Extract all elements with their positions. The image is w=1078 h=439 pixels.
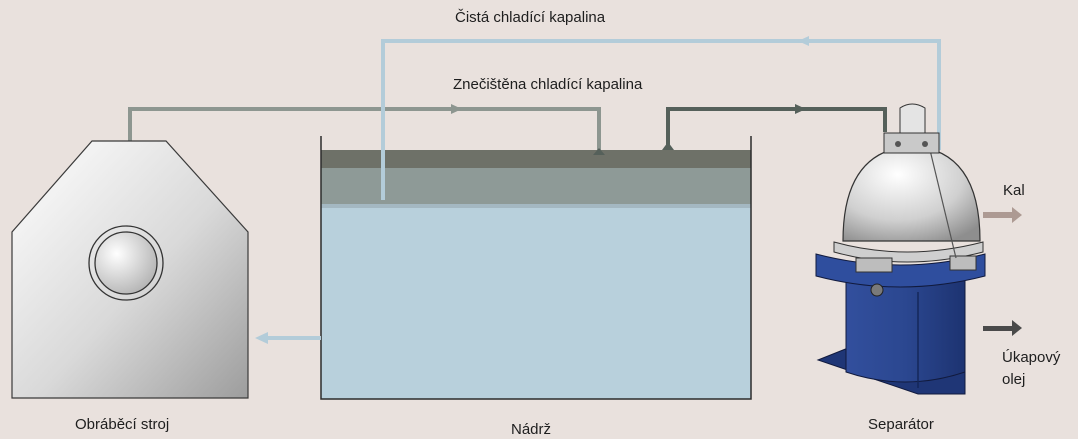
dirty-coolant-pipe-separator (666, 107, 887, 150)
separator-unit (815, 103, 986, 395)
dirty-flow-arrow-2 (795, 104, 806, 114)
oil-outlet-arrow (983, 326, 1013, 331)
dirty-coolant-label: Znečištěna chladící kapalina (453, 76, 643, 93)
tank-sludge-layer (321, 150, 751, 168)
clean-coolant-label: Čistá chladící kapalina (455, 9, 606, 26)
sludge-outlet-arrow (983, 212, 1013, 218)
dirty-flow-arrow (451, 104, 462, 114)
leak-oil-label-line1: Úkapový (1002, 349, 1061, 366)
machine-tool (11, 140, 249, 399)
clean-flow-arrow (798, 36, 809, 46)
return-flow-arrow (255, 332, 268, 344)
sludge-label: Kal (1003, 182, 1025, 199)
tank-label: Nádrž (511, 421, 552, 438)
clean-coolant-pipe (381, 39, 941, 200)
separator-label: Separátor (868, 416, 934, 433)
dirty-coolant-pipe-machine (128, 107, 601, 155)
machine-label: Obráběcí stroj (75, 416, 170, 433)
tank-walls (320, 136, 752, 400)
leak-oil-label-line2: olej (1002, 371, 1026, 388)
